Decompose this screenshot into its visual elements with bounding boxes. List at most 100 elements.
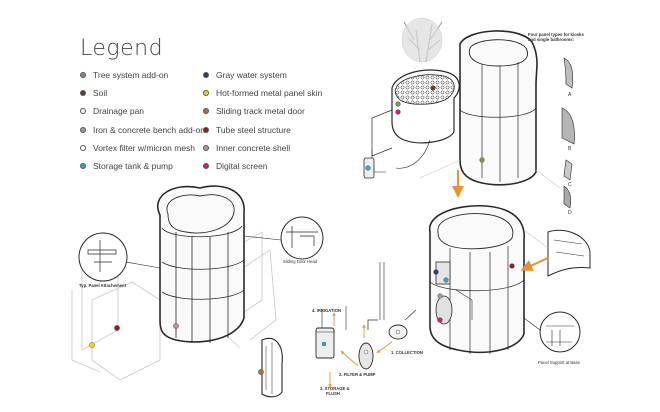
ghost-guide xyxy=(523,229,549,249)
marker-tree-system xyxy=(395,101,401,107)
legend-swatch xyxy=(203,163,209,169)
detail-callout-sliding-door xyxy=(280,216,324,260)
marker-digital-screen xyxy=(395,109,401,115)
legend-label: Storage tank & pump xyxy=(93,161,173,171)
legend-title: Legend xyxy=(80,36,164,61)
label-storage-flush-2: FLUSH xyxy=(326,391,340,396)
flow-arrow xyxy=(376,341,393,354)
legend-swatch xyxy=(80,90,86,96)
door-panel-lines xyxy=(265,342,273,394)
marker-sliding-door xyxy=(258,369,264,375)
ghost-panel xyxy=(71,290,101,373)
legend-swatch xyxy=(80,145,86,151)
panel-label-b: B xyxy=(568,146,572,152)
module-shell xyxy=(429,204,525,354)
planter-soil xyxy=(394,74,455,105)
legend-item-sliding-door: Sliding track metal door xyxy=(203,106,305,116)
ghost-panel xyxy=(229,231,263,316)
label-panel-attachment: Typ. Panel Attachement xyxy=(79,283,127,288)
marker-drainage-pan xyxy=(395,329,401,335)
leader-line xyxy=(243,235,282,241)
flow-arrows xyxy=(328,312,393,388)
panel-type-c xyxy=(563,159,573,181)
label-irrigation: 4. IRRIGATION xyxy=(312,308,342,313)
module-band xyxy=(429,279,525,292)
label-filter-pump: 2. FILTER & PUMP xyxy=(339,372,376,377)
legend-item-vortex-filter: Vortex filter w/micron mesh xyxy=(80,143,195,153)
legend-label: Gray water system xyxy=(216,70,287,80)
water-system-flow xyxy=(315,262,417,370)
note-panel-types: Four panel types for kiosks and single b… xyxy=(528,32,586,43)
filter-housing xyxy=(435,295,453,325)
label-sliding-door-head: Sliding Door Head xyxy=(283,259,317,264)
panel-label-a: A xyxy=(568,92,572,98)
marker-panel-skin xyxy=(89,342,95,348)
panel-type-d xyxy=(563,185,572,209)
legend-item-tree-system: Tree system add-on xyxy=(80,70,168,80)
legend-swatch xyxy=(80,108,86,114)
upper-module xyxy=(363,17,561,189)
detail-attachment-lines xyxy=(87,240,117,272)
legend-swatch xyxy=(203,108,209,114)
marker-concrete-shell xyxy=(173,323,179,329)
ghost-guide xyxy=(419,159,561,189)
panel-type-b xyxy=(561,107,575,145)
legend-item-panel-skin: Hot-formed metal panel skin xyxy=(203,88,322,98)
assembly-arrow-left xyxy=(520,257,549,271)
legend-label: Inner concrete shell xyxy=(216,143,291,153)
legend-label: Digital screen xyxy=(216,161,268,171)
label-panel-support: Panel Support at Base xyxy=(538,360,580,365)
marker-gray-water xyxy=(433,269,439,275)
legend-label: Iron & concrete bench add-on xyxy=(93,125,205,135)
label-storage-flush-1: 3. STORAGE & xyxy=(320,386,350,391)
panel-type-a xyxy=(563,57,574,89)
label-collection: 1. COLLECTION xyxy=(391,350,423,355)
note-line-2: and single bathrooms: xyxy=(528,37,575,43)
leader-line xyxy=(125,261,161,269)
tree-canopy xyxy=(401,17,443,63)
ghost-panel xyxy=(91,281,161,381)
marker-digital-screen xyxy=(437,317,443,323)
legend-item-gray-water: Gray water system xyxy=(203,70,287,80)
legend-item-drainage-pan: Drainage pan xyxy=(80,106,144,116)
legend-item-digital-screen: Digital screen xyxy=(203,161,268,171)
marker-storage-tank xyxy=(321,341,327,347)
ghost-panel xyxy=(239,249,277,341)
marker-tree-system xyxy=(479,157,485,163)
marker-tube-steel xyxy=(509,263,515,269)
pipe xyxy=(455,289,473,320)
marker-bench-addon xyxy=(437,293,443,299)
kiosk-band xyxy=(161,225,243,238)
legend-label: Tube steel structure xyxy=(216,125,291,135)
kiosk-band xyxy=(161,259,245,270)
kiosk-band xyxy=(161,289,245,300)
pipe xyxy=(367,319,378,330)
legend-swatch xyxy=(80,163,86,169)
leader-line xyxy=(523,317,541,331)
detail-door-lines xyxy=(286,226,318,248)
legend-swatch xyxy=(203,145,209,151)
marker-vortex-filter xyxy=(363,349,369,355)
legend-label: Hot-formed metal panel skin xyxy=(216,88,323,98)
detail-support-lines xyxy=(546,325,574,346)
pipe xyxy=(404,309,417,321)
legend-label: Drainage pan xyxy=(93,106,145,116)
detail-callout-panel-attachment xyxy=(78,232,128,282)
marker-soil xyxy=(430,85,436,91)
filter-pump-unit xyxy=(358,342,374,370)
marker-storage-tank xyxy=(443,277,449,283)
legend-label: Sliding track metal door xyxy=(216,106,305,116)
legend-label: Tree system add-on xyxy=(93,70,169,80)
module-ribs xyxy=(449,246,509,354)
legend-swatch xyxy=(203,72,209,78)
planter-side xyxy=(371,109,393,157)
marker-storage-tank xyxy=(365,165,371,171)
legend-item-tube-steel: Tube steel structure xyxy=(203,125,291,135)
riser-pipe xyxy=(379,262,385,320)
upper-shell-opening xyxy=(468,39,528,67)
legend-item-concrete-shell: Inner concrete shell xyxy=(203,143,290,153)
legend-label: Soil xyxy=(93,88,108,98)
legend-swatch xyxy=(203,90,209,96)
